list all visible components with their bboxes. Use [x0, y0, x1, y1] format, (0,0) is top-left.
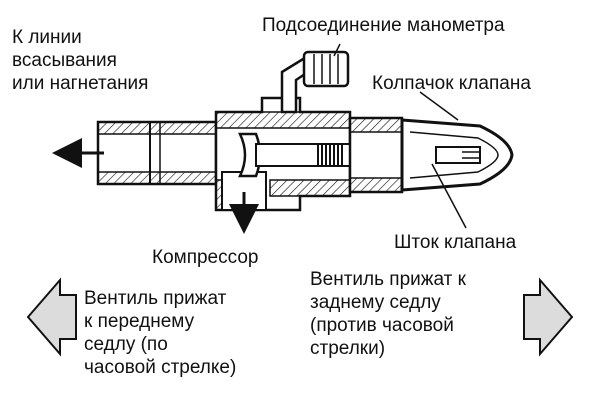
flow-arrows — [52, 138, 259, 234]
suction-fitting — [96, 120, 218, 186]
arrow-right-outline-icon — [523, 277, 574, 357]
arrow-left-outline-icon — [26, 277, 77, 357]
label-back-seat: Вентиль прижат к заднему седлу (против ч… — [310, 269, 466, 359]
label-gauge-connection: Подсоединение манометра — [262, 15, 505, 36]
valve-cap — [348, 116, 514, 194]
label-suction-line: К линии всасывания или нагнетания — [12, 27, 149, 94]
label-front-seat: Вентиль прижат к переднему седлу (по час… — [84, 288, 237, 378]
label-compressor: Компрессор — [152, 247, 259, 268]
label-valve-stem: Шток клапана — [394, 232, 517, 253]
label-valve-cap: Колпачок клапана — [372, 73, 531, 94]
leader-lines — [419, 91, 467, 229]
gauge-port — [280, 43, 350, 114]
